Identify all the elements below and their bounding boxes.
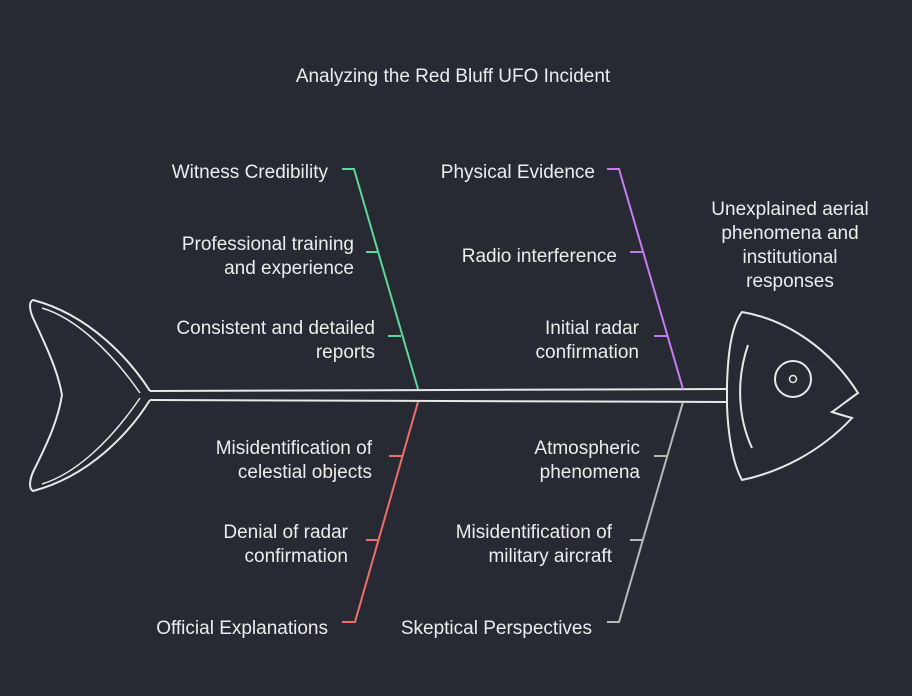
category-skeptical-perspectives: Skeptical Perspectives bbox=[400, 618, 592, 639]
fish-head bbox=[726, 310, 860, 482]
category-witness-credibility: Witness Credibility bbox=[171, 162, 328, 183]
cause-atmospheric-phenomena: Atmospheric phenomena bbox=[534, 438, 640, 483]
fish-spine bbox=[149, 388, 728, 403]
fish-eye bbox=[774, 360, 812, 398]
fish-tail bbox=[29, 298, 151, 493]
gill-line bbox=[739, 344, 753, 449]
diagram-title: Analyzing the Red Bluff UFO Incident bbox=[295, 66, 611, 87]
fish-pupil bbox=[788, 374, 798, 384]
cause-consistent-reports: Consistent and detailed reports bbox=[176, 318, 375, 363]
cause-misidentification-military: Misidentification of military aircraft bbox=[455, 522, 612, 567]
category-physical-evidence: Physical Evidence bbox=[440, 162, 595, 183]
bone-physical-evidence bbox=[607, 168, 684, 390]
bone-official-explanations bbox=[342, 401, 419, 623]
cause-denial-radar: Denial of radar confirmation bbox=[223, 522, 348, 567]
cause-radio-interference: Radio interference bbox=[461, 246, 617, 267]
category-official-explanations: Official Explanations bbox=[156, 618, 328, 639]
effect-label: Unexplained aerial phenomena and institu… bbox=[711, 199, 869, 292]
cause-initial-radar: Initial radar confirmation bbox=[535, 318, 640, 363]
cause-professional-training: Professional training and experience bbox=[181, 234, 354, 279]
cause-misidentification-celestial: Misidentification of celestial objects bbox=[215, 438, 372, 483]
bone-skeptical-perspectives bbox=[607, 401, 684, 623]
bone-witness-credibility bbox=[342, 168, 419, 390]
fish-tail-inner bbox=[41, 307, 141, 485]
